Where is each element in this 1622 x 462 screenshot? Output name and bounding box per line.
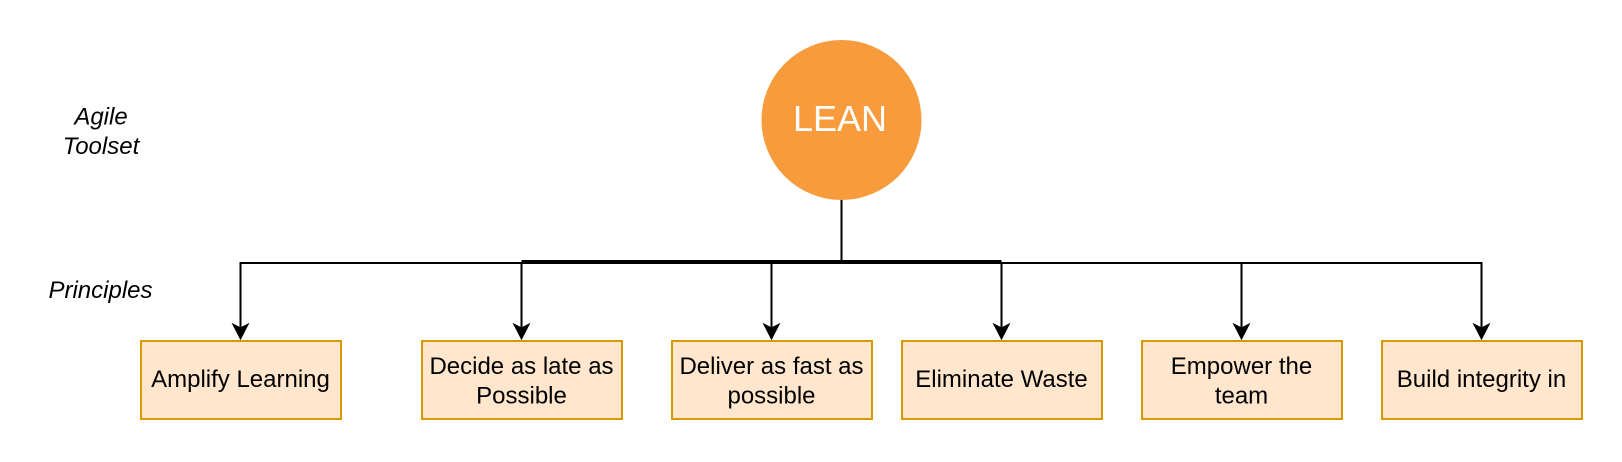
svg-text:Eliminate Waste: Eliminate Waste <box>915 366 1088 393</box>
svg-text:Deliver as fast as: Deliver as fast as <box>679 353 863 380</box>
svg-text:Amplify Learning: Amplify Learning <box>151 366 330 393</box>
svg-text:possible: possible <box>727 383 815 410</box>
svg-text:Toolset: Toolset <box>63 133 141 160</box>
svg-text:Empower the: Empower the <box>1171 353 1312 380</box>
svg-text:LEAN: LEAN <box>793 98 887 139</box>
svg-text:Decide as late as: Decide as late as <box>429 353 613 380</box>
svg-text:Possible: Possible <box>476 383 567 410</box>
svg-text:Principles: Principles <box>48 277 152 304</box>
svg-text:team: team <box>1215 383 1268 410</box>
svg-text:Agile: Agile <box>72 104 127 131</box>
svg-text:Build integrity in: Build integrity in <box>1397 366 1566 393</box>
